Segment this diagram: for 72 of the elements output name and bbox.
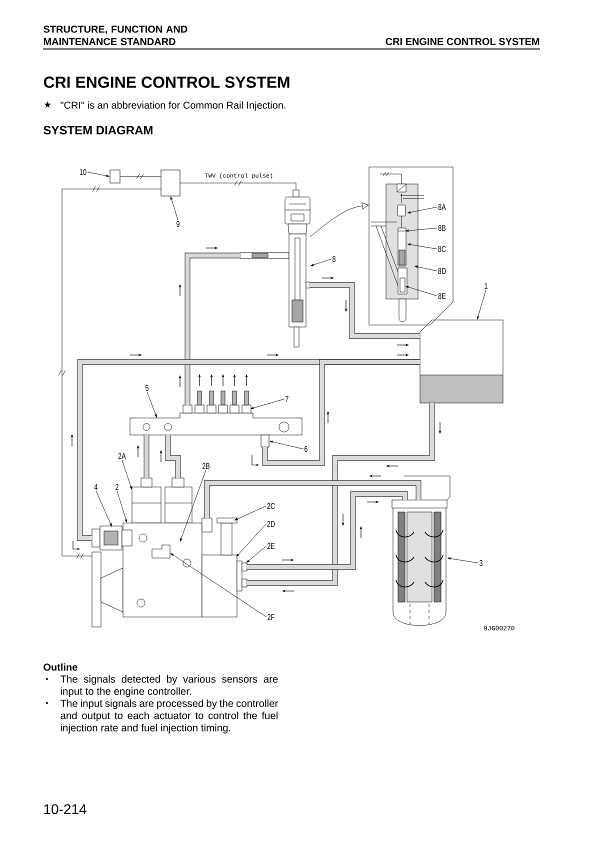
pipe (144, 435, 150, 478)
box (110, 170, 120, 184)
note-text: "CRI" is an abbreviation for Common Rail Injection. (60, 101, 286, 111)
wire (62, 188, 162, 556)
pipe (204, 480, 422, 518)
callout-number: 2E (267, 543, 275, 549)
box (160, 170, 180, 196)
leader-arrow (87, 172, 110, 177)
leader-arrow (406, 228, 438, 232)
leader-arrow (408, 206, 438, 214)
callout-number: 5 (145, 385, 148, 391)
pipe (262, 359, 420, 466)
leader-arrow (476, 290, 486, 320)
leader-arrow (96, 490, 112, 527)
injector (240, 190, 310, 348)
fuel-filter (392, 500, 448, 626)
callout-number: 4 (94, 484, 98, 490)
leader-arrow (448, 557, 479, 564)
common-rail (130, 404, 302, 436)
callout-number: 2D (267, 521, 275, 527)
callout-number: 2B (202, 463, 210, 469)
leader-arrow (146, 392, 157, 418)
pipe (247, 491, 408, 570)
callout-number: 1 (484, 283, 488, 289)
leader-arrow (310, 258, 332, 266)
leader-arrow (246, 546, 266, 563)
running-header: STRUCTURE, FUNCTION AND MAINTENANCE STANDARD (44, 26, 188, 46)
callout-number: 8A (438, 204, 446, 210)
callout-number: 8E (438, 293, 446, 299)
page-number: 10-214 (44, 804, 86, 814)
section-heading: SYSTEM DIAGRAM (44, 126, 152, 134)
callout-number: 7 (286, 396, 288, 402)
running-header: CRI ENGINE CONTROL SYSTEM (386, 38, 540, 46)
callout-number: 2F (268, 614, 274, 620)
callout-number: 8 (332, 256, 336, 262)
curved-arrow (310, 202, 369, 238)
callout-number: 2A (118, 453, 126, 459)
box (260, 434, 270, 448)
leader-arrow (122, 460, 132, 490)
leader-arrow (170, 196, 178, 220)
pipe (247, 403, 435, 586)
leader-arrow (234, 506, 266, 520)
plunger-units (132, 478, 192, 524)
leader-arrow (408, 243, 438, 250)
callout-number: 9 (176, 221, 180, 227)
callout-number: 2 (116, 484, 118, 490)
callout-number: 2C (267, 503, 275, 509)
wire (120, 176, 162, 177)
leader-arrow (236, 524, 266, 557)
callout-number: 8D (438, 268, 446, 274)
callout-number: 6 (304, 446, 308, 452)
injector-cutaway (368, 166, 454, 326)
leader-arrow (116, 490, 127, 522)
section-heading: Outline (44, 663, 78, 671)
fuel-pump (92, 518, 248, 628)
leader-arrow (270, 440, 304, 450)
leader-arrow (250, 398, 285, 410)
page-title: CRI ENGINE CONTROL SYSTEM (44, 76, 290, 88)
bullet-text: The input signals are processed by the controller and output to each actuator to control the fuel injection rate and fuel injection timing. (60, 699, 278, 734)
leader-arrow (414, 266, 438, 272)
pipe (165, 435, 181, 478)
callout-number: 8C (438, 246, 446, 252)
wire (180, 182, 296, 190)
leader-arrow (180, 470, 206, 542)
pipe (310, 282, 420, 339)
callout-number: 3 (479, 560, 482, 566)
fuel-tank (420, 320, 504, 404)
callout-number: 10 (80, 169, 86, 175)
pipe (184, 252, 240, 405)
leader-arrow (170, 553, 267, 618)
callout-number: 8B (438, 225, 446, 231)
bullet-text: The signals detected by various sensors are input to the engine controller. (60, 675, 278, 697)
